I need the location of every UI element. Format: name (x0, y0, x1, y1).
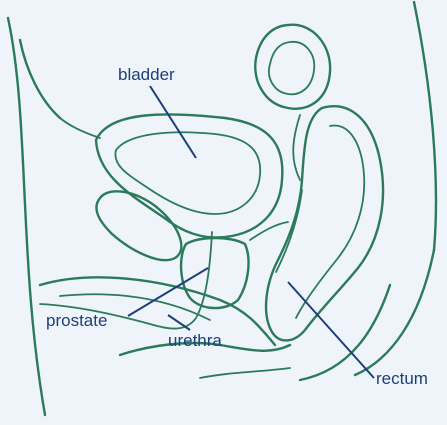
seminal-vesicle (250, 222, 288, 240)
bladder-organ (60, 114, 282, 237)
bowel-loop (255, 25, 330, 180)
bladder-label: bladder (118, 66, 175, 83)
body-outline (8, 2, 436, 415)
rectum-leader (288, 282, 374, 378)
rectum-label: rectum (376, 370, 428, 387)
prostate-label: prostate (46, 312, 107, 329)
bladder-leader (150, 86, 196, 158)
urethra-label: urethra (168, 332, 222, 349)
